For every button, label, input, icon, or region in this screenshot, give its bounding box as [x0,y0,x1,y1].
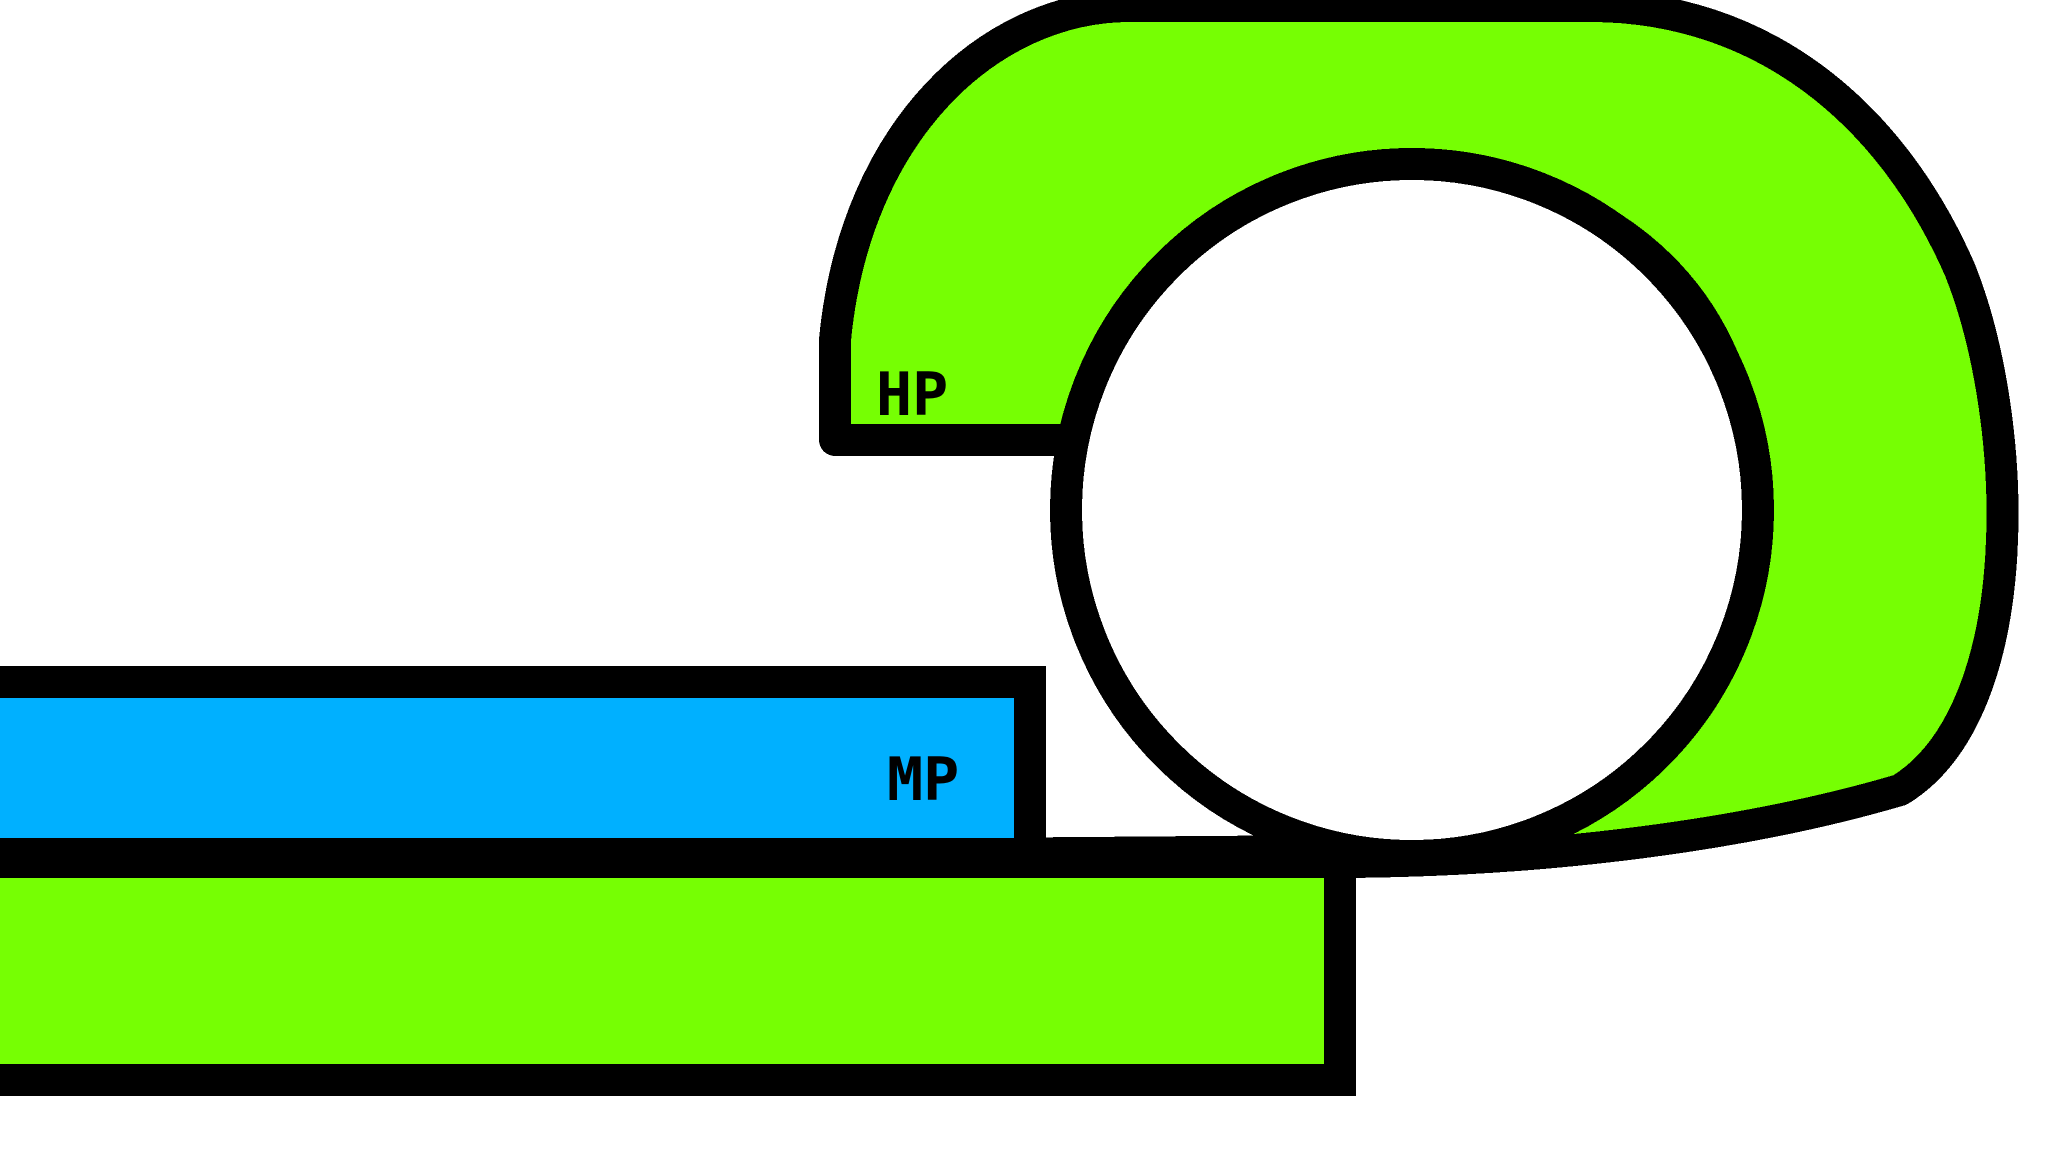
hp-ring-hole [1050,148,1774,872]
hp-bar-lower-band [0,846,1356,1096]
hp-label: HP [876,360,948,430]
mp-label: MP [887,745,959,815]
mp-bar-fill [0,666,1046,870]
